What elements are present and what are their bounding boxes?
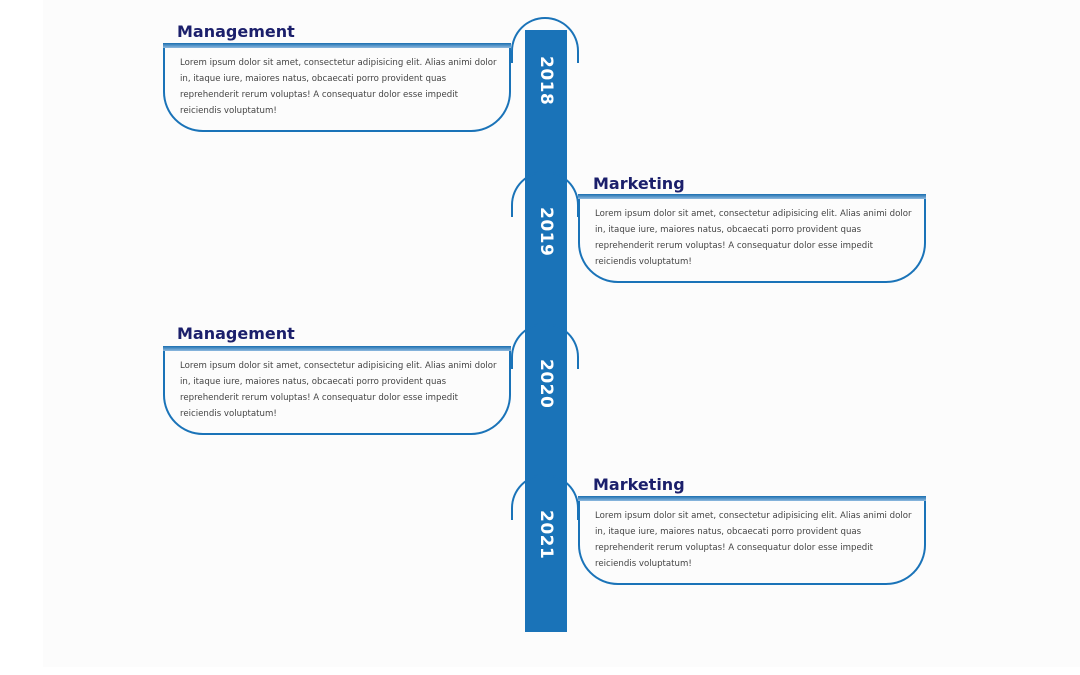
- year-label-2018: 2018: [536, 56, 556, 106]
- card-header-bar: [163, 346, 511, 351]
- entry-title-2020: Management: [177, 324, 295, 343]
- entry-text-2018: Lorem ipsum dolor sit amet, consectetur …: [180, 58, 497, 116]
- entry-card-2020: Lorem ipsum dolor sit amet, consectetur …: [163, 346, 511, 435]
- entry-title-2018: Management: [177, 22, 295, 41]
- entry-text-2020: Lorem ipsum dolor sit amet, consectetur …: [180, 361, 497, 419]
- entry-text-2021: Lorem ipsum dolor sit amet, consectetur …: [595, 511, 912, 569]
- entry-card-2019: Lorem ipsum dolor sit amet, consectetur …: [578, 194, 926, 283]
- card-header-bar: [163, 43, 511, 48]
- entry-title-2021: Marketing: [593, 475, 685, 494]
- card-header-bar: [578, 496, 926, 501]
- year-label-2020: 2020: [536, 359, 556, 409]
- entry-title-2019: Marketing: [593, 174, 685, 193]
- year-label-2021: 2021: [536, 510, 556, 560]
- card-header-bar: [578, 194, 926, 199]
- entry-text-2019: Lorem ipsum dolor sit amet, consectetur …: [595, 209, 912, 267]
- entry-card-2021: Lorem ipsum dolor sit amet, consectetur …: [578, 496, 926, 585]
- entry-card-2018: Lorem ipsum dolor sit amet, consectetur …: [163, 43, 511, 132]
- year-label-2019: 2019: [536, 207, 556, 257]
